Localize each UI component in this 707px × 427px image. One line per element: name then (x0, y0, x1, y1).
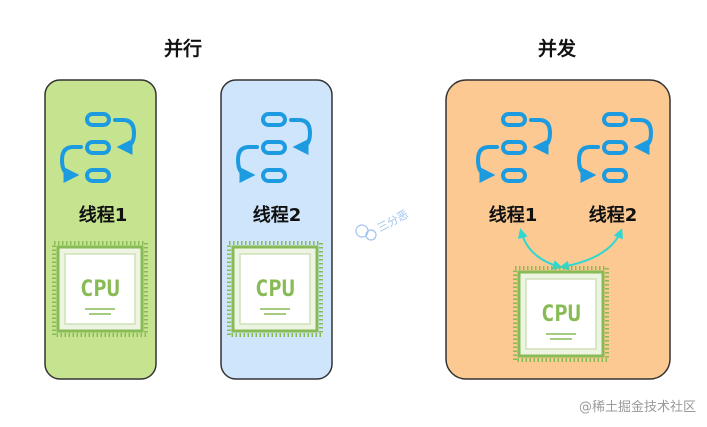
concurrent-thread-1-label: 线程1 (489, 204, 538, 226)
switch-arrow-thread-1 (517, 228, 563, 270)
switch-arrow-thread-2 (559, 228, 623, 271)
corner-watermark: @稀土掘金技术社区 (579, 399, 696, 415)
parallel-cpu-1-label: CPU (80, 277, 120, 302)
parallel-title: 并行 (164, 37, 202, 60)
concurrent-title: 并发 (538, 37, 577, 60)
parallel-thread-1-label: 线程1 (79, 204, 128, 226)
parallel-cpu-2-label: CPU (255, 277, 295, 302)
concurrent-thread-2-label: 线程2 (589, 204, 638, 226)
concurrent-cpu-label: CPU (541, 302, 581, 327)
parallel-thread-2-label: 线程2 (253, 204, 302, 226)
center-watermark-text: 三分恶 (375, 208, 410, 235)
center-watermark: 三分恶 (355, 208, 411, 241)
